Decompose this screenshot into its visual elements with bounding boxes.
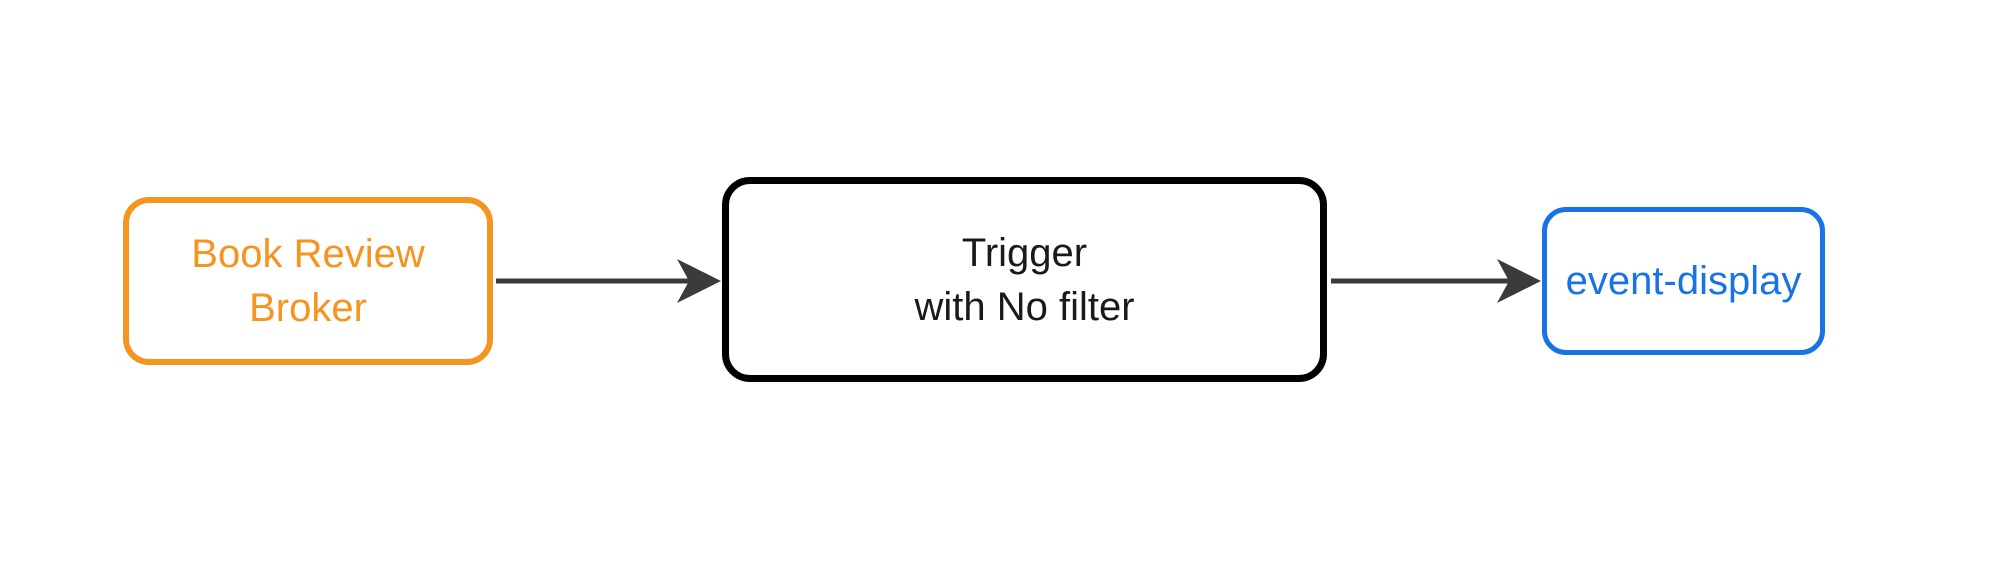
- node-event-display-label: event-display: [1566, 254, 1802, 308]
- node-trigger-label-line2: with No filter: [914, 284, 1135, 329]
- edge-broker-to-trigger-arrowhead-icon: [677, 259, 721, 303]
- node-book-review-broker-label-line2: Broker: [249, 286, 367, 330]
- node-book-review-broker: Book Review Broker: [123, 197, 493, 365]
- node-event-display: event-display: [1542, 207, 1825, 355]
- edge-trigger-to-event-display-arrowhead-icon: [1497, 259, 1541, 303]
- node-event-display-label-line1: event-display: [1565, 259, 1802, 303]
- node-trigger-label: Trigger with No filter: [914, 226, 1134, 334]
- node-book-review-broker-label-line1: Book Review: [191, 232, 425, 276]
- edge-trigger-to-event-display: [1331, 259, 1541, 303]
- node-trigger: Trigger with No filter: [722, 177, 1327, 382]
- node-trigger-label-line1: Trigger: [961, 230, 1088, 275]
- node-book-review-broker-label: Book Review Broker: [191, 227, 424, 335]
- edge-broker-to-trigger: [496, 259, 721, 303]
